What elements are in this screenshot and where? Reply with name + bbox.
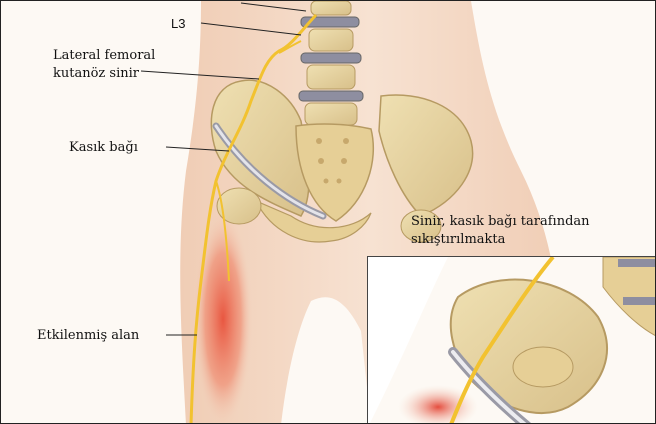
- label-affected-area: Etkilenmiş alan: [37, 327, 139, 344]
- lumbar-spine: [299, 1, 363, 125]
- label-lateral-femoral-line1: Lateral femoral: [53, 47, 155, 64]
- label-inguinal-ligament: Kasık bağı: [69, 139, 138, 156]
- affected-area-glow: [193, 209, 253, 424]
- inset-illustration: [368, 257, 656, 424]
- label-l3: L3: [171, 15, 185, 32]
- inset-caption-line2: sıkıştırılmakta: [411, 231, 590, 249]
- zoom-inset-panel: [367, 256, 656, 424]
- label-lateral-femoral-line2: kutanöz sinir: [53, 65, 139, 82]
- inset-caption: Sinir, kasık bağı tarafından sıkıştırılm…: [411, 213, 590, 249]
- inset-caption-line1: Sinir, kasık bağı tarafından: [411, 213, 590, 231]
